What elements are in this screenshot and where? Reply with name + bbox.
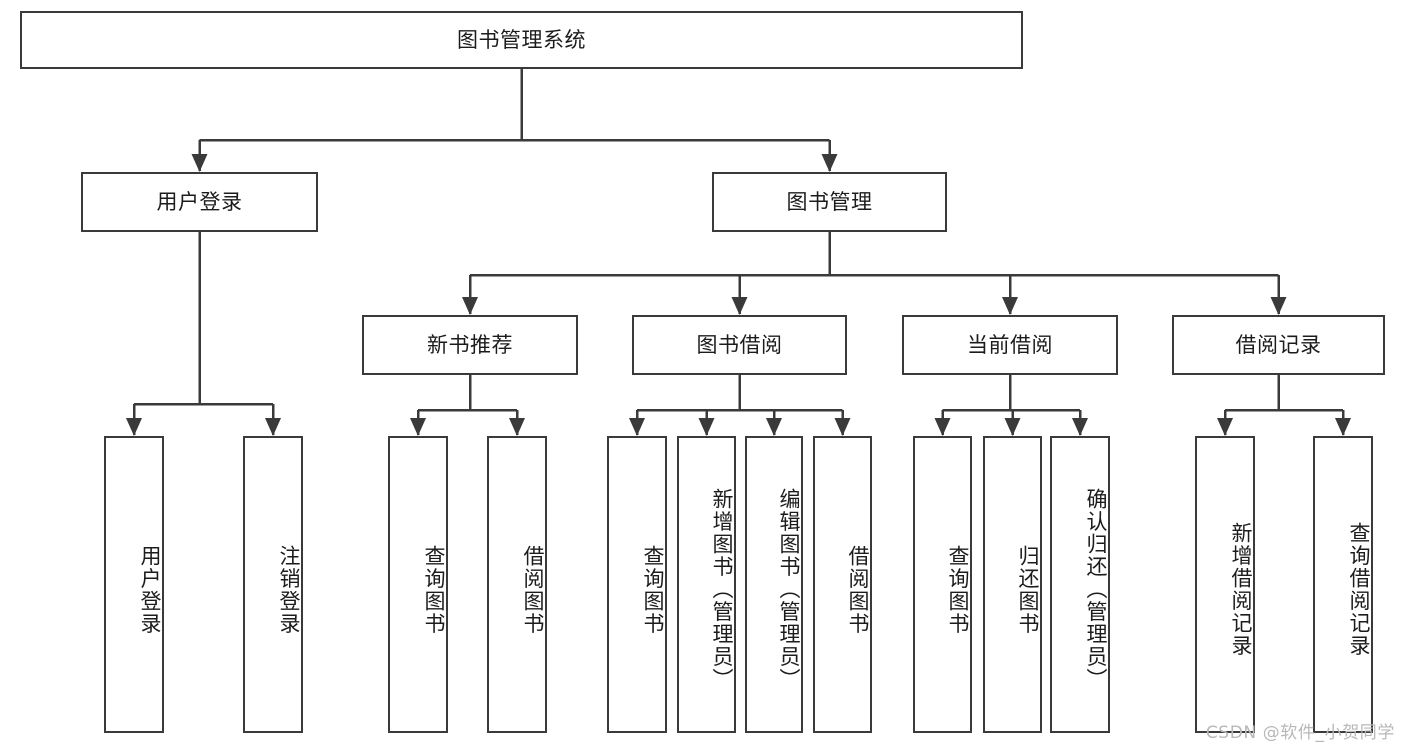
node-label: 图书管理	[786, 189, 873, 214]
node-label: 新增图书（管理员）	[710, 488, 734, 691]
node-label: 编辑图书（管理员）	[777, 488, 801, 691]
node-label: 借阅图书	[846, 544, 870, 635]
leaf-node-6[interactable]: 编辑图书（管理员）	[745, 436, 803, 733]
leaf-node-7[interactable]: 借阅图书	[813, 436, 872, 733]
level2-node-1[interactable]: 图书借阅	[632, 315, 847, 375]
node-label: 查询图书	[641, 544, 665, 635]
node-label: 确认归还（管理员）	[1084, 488, 1108, 691]
leaf-node-5[interactable]: 新增图书（管理员）	[677, 436, 736, 733]
node-label: 借阅记录	[1235, 332, 1322, 357]
leaf-node-12[interactable]: 查询借阅记录	[1313, 436, 1373, 733]
leaf-node-11[interactable]: 新增借阅记录	[1195, 436, 1255, 733]
leaf-node-8[interactable]: 查询图书	[913, 436, 972, 733]
leaf-node-0[interactable]: 用户登录	[104, 436, 164, 733]
node-label: 图书借阅	[696, 332, 783, 357]
level1-node-1[interactable]: 图书管理	[712, 172, 947, 232]
level1-node-0[interactable]: 用户登录	[81, 172, 318, 232]
leaf-node-1[interactable]: 注销登录	[243, 436, 303, 733]
node-label: 新增借阅记录	[1229, 522, 1253, 657]
level2-node-3[interactable]: 借阅记录	[1172, 315, 1385, 375]
root-node-root[interactable]: 图书管理系统	[20, 11, 1023, 69]
node-label: 新书推荐	[427, 332, 513, 357]
node-label: 归还图书	[1016, 544, 1040, 635]
leaf-node-4[interactable]: 查询图书	[607, 436, 667, 733]
node-label: 查询图书	[422, 544, 446, 635]
csdn-watermark: CSDN @软件_小贺同学	[1205, 723, 1395, 743]
node-label: 用户登录	[138, 544, 162, 635]
node-label: 注销登录	[277, 544, 301, 635]
level2-node-0[interactable]: 新书推荐	[362, 315, 578, 375]
node-label: 查询图书	[946, 544, 970, 635]
leaf-node-3[interactable]: 借阅图书	[487, 436, 547, 733]
leaf-node-10[interactable]: 确认归还（管理员）	[1050, 436, 1110, 733]
leaf-node-9[interactable]: 归还图书	[983, 436, 1042, 733]
node-label: 当前借阅	[967, 332, 1053, 357]
node-label: 图书管理系统	[457, 27, 586, 52]
leaf-node-2[interactable]: 查询图书	[388, 436, 448, 733]
node-label: 查询借阅记录	[1347, 522, 1371, 657]
node-label: 借阅图书	[521, 544, 545, 635]
level2-node-2[interactable]: 当前借阅	[902, 315, 1118, 375]
node-label: 用户登录	[156, 189, 243, 214]
